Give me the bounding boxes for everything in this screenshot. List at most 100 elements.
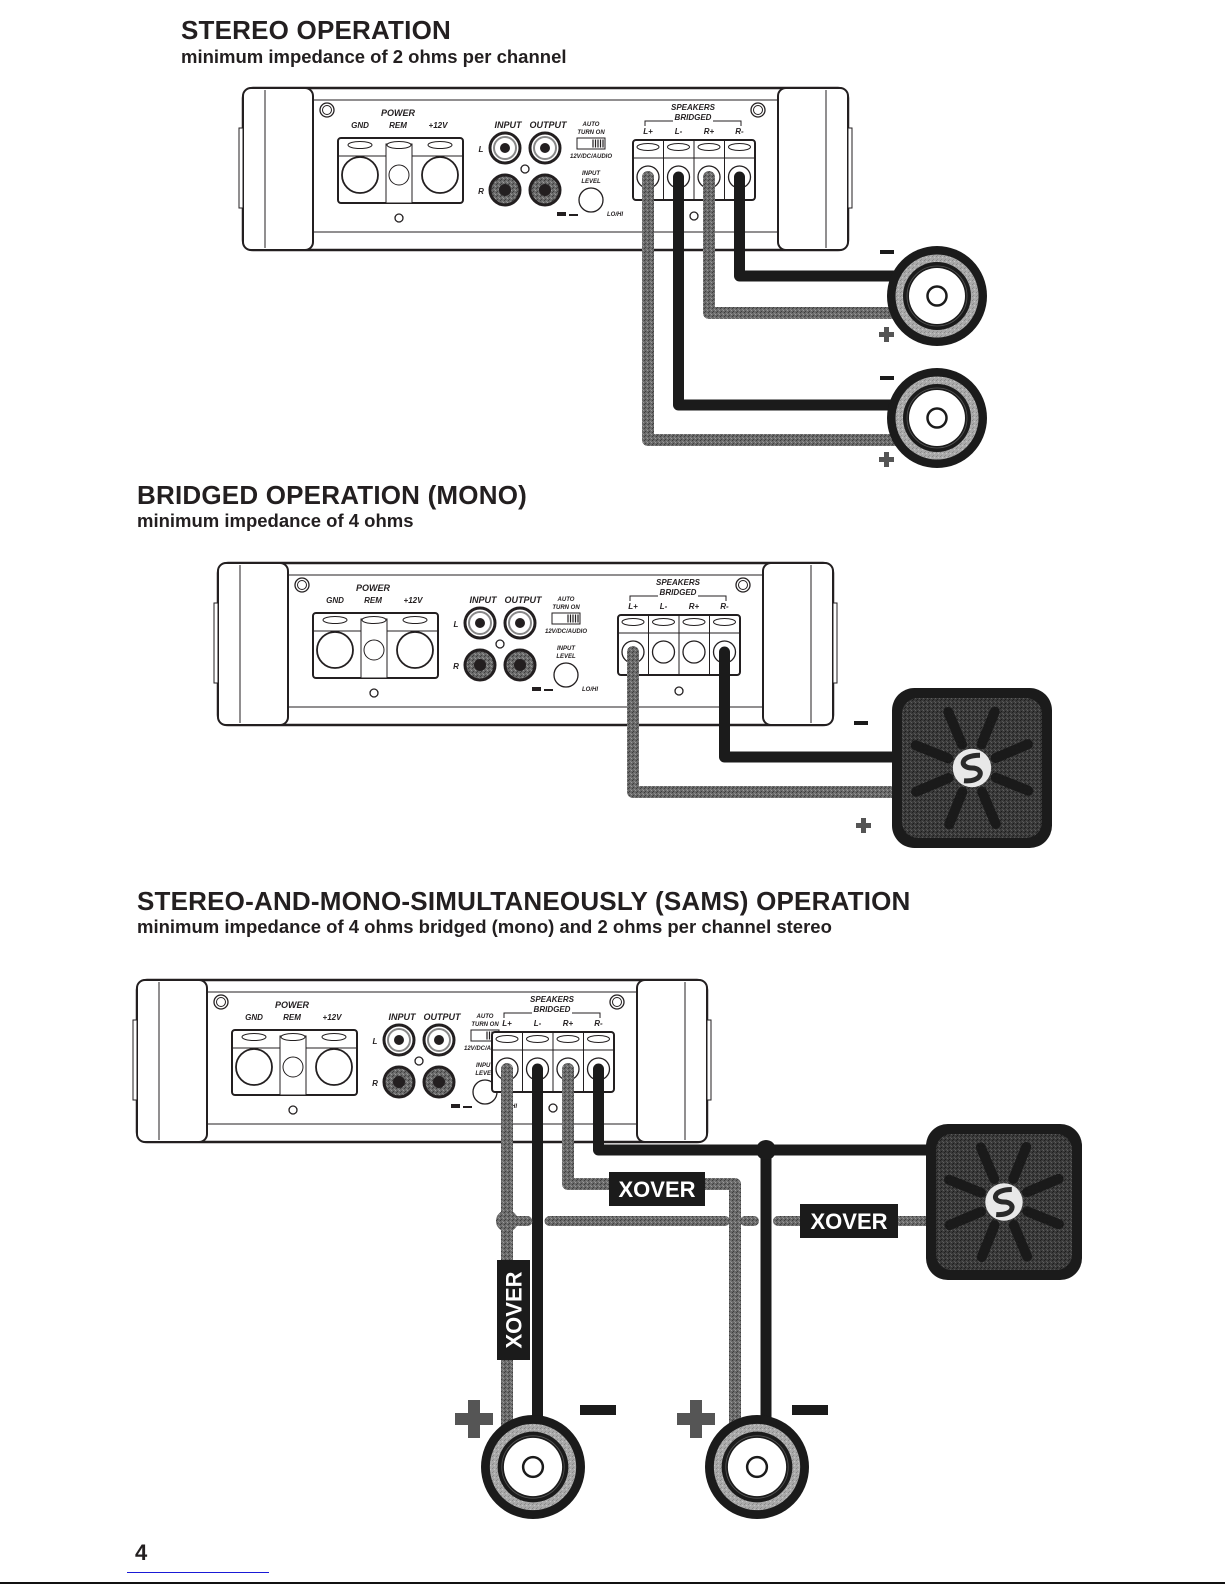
rem-label: REM xyxy=(389,121,407,130)
rca-pin xyxy=(514,659,526,671)
subwoofer-spoke xyxy=(1008,1219,1033,1262)
footer-link-underline[interactable] xyxy=(127,1572,269,1573)
gnd-label: GND xyxy=(245,1013,263,1022)
speaker-sams-right xyxy=(705,1415,809,1519)
lohi-label: LO/HI xyxy=(607,212,623,218)
left-channel-label: L xyxy=(373,1037,378,1046)
rca-ring xyxy=(493,136,517,160)
led-icon xyxy=(369,688,379,698)
minus-sign-icon xyxy=(580,1405,616,1415)
output-label: OUTPUT xyxy=(530,120,569,130)
speaker-dustcap-icon xyxy=(521,1455,545,1479)
terminal-hole-icon xyxy=(235,1048,273,1086)
auto-mode-label: 12V/DC/AUDIO xyxy=(464,1046,506,1052)
terminal-hole-icon xyxy=(315,1048,353,1086)
speakers xyxy=(481,246,1082,1519)
input-level-knob-icon xyxy=(553,662,579,688)
terminal-hole-icon xyxy=(282,1056,304,1078)
terminal-screw-icon xyxy=(402,616,428,624)
right-channel-label: R xyxy=(478,187,484,196)
amp-side-tab xyxy=(213,602,219,684)
terminal-hole-icon xyxy=(396,631,434,669)
led-icon xyxy=(548,1103,558,1113)
rca-pin xyxy=(515,618,525,628)
auto-mode-label: 12V/DC/AUDIO xyxy=(570,154,612,160)
terminal-screw-icon xyxy=(347,141,373,149)
plus-bar xyxy=(690,1400,702,1438)
terminal-screw-icon xyxy=(427,141,453,149)
input-level-label: LEVEL xyxy=(581,179,601,185)
wire-left-positive xyxy=(642,171,906,446)
rca-pin xyxy=(393,1076,405,1088)
screw-icon xyxy=(322,105,332,115)
subwoofer-spoke xyxy=(990,739,1033,763)
led-icon xyxy=(394,213,404,223)
subwoofer-sams xyxy=(926,1124,1082,1280)
speakers-label: SPEAKERS xyxy=(530,995,575,1004)
led-icon xyxy=(689,211,699,221)
amp-endcap-right xyxy=(762,562,834,726)
sams-section-subtitle: minimum impedance of 4 ohms bridged (mon… xyxy=(137,916,832,937)
screw-icon xyxy=(612,997,622,1007)
terminal-label-lneg: L- xyxy=(675,127,683,136)
terminal-screw-icon xyxy=(556,1035,580,1043)
terminal-screw-icon xyxy=(241,1033,267,1041)
sams-section-title: STEREO-AND-MONO-SIMULTANEOUSLY (SAMS) OP… xyxy=(137,886,911,916)
v12-label: +12V xyxy=(429,121,449,130)
amp-side-tab xyxy=(847,127,853,209)
rem-label: REM xyxy=(364,596,382,605)
speaker-right xyxy=(887,246,987,346)
subwoofer-logo-s xyxy=(960,752,983,784)
bridged-label: BRIDGED xyxy=(660,588,697,597)
rca-ring xyxy=(468,611,492,635)
plus-sign-icon xyxy=(879,452,894,467)
lohi-switch-icon xyxy=(544,689,553,691)
speakers-label: SPEAKERS xyxy=(656,578,701,587)
amp-side-tab xyxy=(832,602,838,684)
turn-on-label: TURN ON xyxy=(552,605,580,611)
terminal-label-lpos: L+ xyxy=(502,1019,512,1028)
speaker-cone-edge xyxy=(906,387,968,449)
terminal-screw-icon xyxy=(682,618,706,626)
wire-right-negative xyxy=(734,171,906,282)
bridged-section-subtitle: minimum impedance of 4 ohms xyxy=(137,510,414,531)
auto-label: AUTO xyxy=(476,1014,494,1020)
led-icon xyxy=(495,639,505,649)
rca-ring xyxy=(533,136,557,160)
bridged-label: BRIDGED xyxy=(675,113,712,122)
input-label: INPUT xyxy=(495,120,524,130)
power-label: POWER xyxy=(275,1000,310,1010)
subwoofer-spoke xyxy=(944,1174,986,1198)
subwoofer-spoke xyxy=(1022,1206,1064,1230)
rca-pin xyxy=(540,143,550,153)
xover-right-channel: XOVER xyxy=(609,1172,705,1206)
power-label: POWER xyxy=(356,583,391,593)
screw-icon xyxy=(297,580,307,590)
stereo-section-subtitle: minimum impedance of 2 ohms per channel xyxy=(181,46,567,67)
auto-turn-on-switch xyxy=(576,137,606,150)
led-icon xyxy=(288,1105,298,1115)
subwoofer-spoke xyxy=(975,1142,1000,1185)
rem-label: REM xyxy=(283,1013,301,1022)
bridged-bracket xyxy=(503,1012,601,1018)
input-label: INPUT xyxy=(389,1012,418,1022)
input-level-label: LEVEL xyxy=(556,654,576,660)
subwoofer-spoke xyxy=(990,772,1034,796)
xover-box xyxy=(497,1260,530,1360)
terminal-screw-icon xyxy=(386,141,412,149)
terminal-screw-icon xyxy=(526,1035,549,1043)
auto-label: AUTO xyxy=(582,122,600,128)
terminal-label-rpos: R+ xyxy=(563,1019,574,1028)
rca-pin xyxy=(500,143,510,153)
v12-label: +12V xyxy=(323,1013,343,1022)
subwoofer-spoke xyxy=(944,786,968,830)
output-label: OUTPUT xyxy=(424,1012,463,1022)
minus-sign-icon xyxy=(792,1405,828,1415)
terminal-screw-icon xyxy=(321,1033,347,1041)
xover-subwoofer: XOVER xyxy=(800,1204,898,1238)
plus-sign-icon xyxy=(879,327,894,342)
terminal-screw-icon xyxy=(697,143,721,151)
plus-bar xyxy=(468,1400,480,1438)
terminal-label-rneg: R- xyxy=(720,602,729,611)
